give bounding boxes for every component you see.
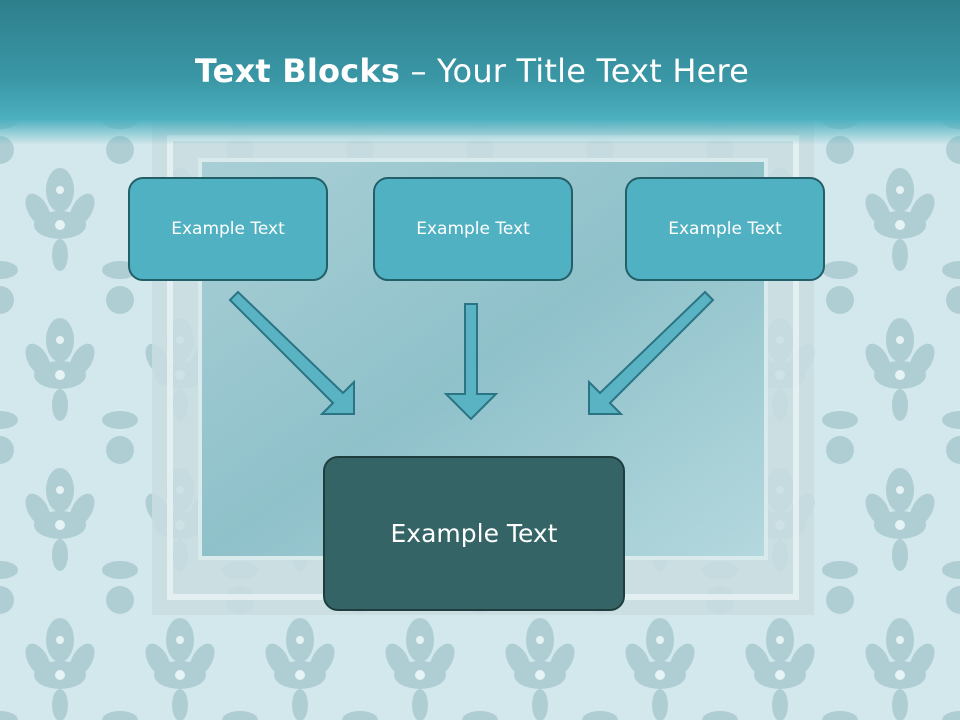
arrow-down-icon [443,303,499,421]
title-bold-part: Text Blocks [194,52,401,90]
result-text-block-label: Example Text [390,519,558,548]
text-block-left-label: Example Text [171,219,285,239]
text-block-left[interactable]: Example Text [128,177,328,281]
title-rest-part: – Your Title Text Here [400,52,750,90]
text-block-center-label: Example Text [416,219,530,239]
arrow-down-left-icon [588,290,715,415]
text-block-center[interactable]: Example Text [373,177,573,281]
text-block-right[interactable]: Example Text [625,177,825,281]
header-band [0,0,960,145]
arrow-down-right-icon [228,290,355,415]
result-text-block[interactable]: Example Text [323,456,625,611]
slide-title: Text Blocks – Your Title Text Here [0,52,944,90]
text-block-right-label: Example Text [668,219,782,239]
